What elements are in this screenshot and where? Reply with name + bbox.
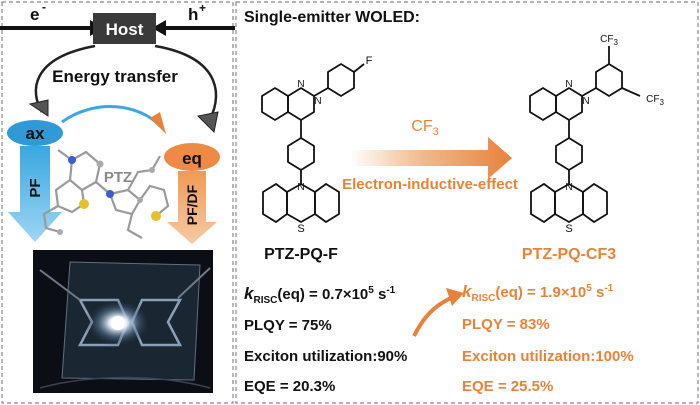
- right-molecule-name: PTZ-PQ-CF3: [522, 246, 616, 263]
- improvement-arrow: [412, 294, 457, 337]
- host-label: Host: [106, 20, 144, 39]
- substitution-arrow: [350, 137, 512, 179]
- electron-sign: -: [42, 0, 46, 14]
- atom-s-2: S: [565, 223, 572, 235]
- isc-transfer-head: [150, 112, 166, 134]
- probe-needle-left: [39, 269, 81, 301]
- atom-n-5: N: [582, 96, 589, 107]
- molecule-ptz-pq-cf3: [529, 46, 641, 224]
- atom-n-4: N: [565, 79, 572, 90]
- arrow-top-label: CF3: [411, 118, 438, 138]
- plqy-left: PLQY = 75%: [244, 317, 332, 334]
- hole-arrow-head: [152, 20, 166, 36]
- left-panel-border: [1, 1, 234, 404]
- molecule-ptz-pq-f: [261, 62, 365, 224]
- hole-label: h: [188, 5, 198, 24]
- substituent-cf3-right: CF3: [646, 94, 664, 107]
- hole-injection: h +: [152, 1, 235, 36]
- ax-ellipse: [7, 120, 63, 146]
- pf-label: PF: [27, 178, 44, 197]
- metrics-right: kRISC(eq) = 1.9×105 s-1 PLQY = 83% Excit…: [462, 282, 634, 395]
- plqy-right: PLQY = 83%: [462, 316, 550, 333]
- improvement-arrow-head: [446, 288, 464, 306]
- device-reflection: [39, 376, 211, 389]
- pfdf-label: PF/DF: [184, 184, 200, 225]
- eqe-left: EQE = 20.3%: [244, 378, 335, 395]
- energy-transfer-arrowhead-left: [28, 99, 49, 117]
- eqe-right: EQE = 25.5%: [462, 378, 553, 395]
- metrics-left: kRISC(eq) = 0.7×105 s-1 PLQY = 75% Excit…: [244, 284, 407, 395]
- electron-label: e: [30, 5, 39, 24]
- exciton-left: Exciton utilization:90%: [244, 348, 407, 365]
- energy-transfer-label: Energy transfer: [52, 67, 178, 86]
- krisc-left: kRISC(eq) = 0.7×105 s-1: [244, 284, 396, 306]
- right-panel-border: [235, 1, 699, 404]
- isc-transfer-curve: [61, 105, 162, 128]
- device-photo: [33, 250, 213, 393]
- eq-ellipse: [164, 143, 220, 171]
- exciton-right: Exciton utilization:100%: [462, 348, 634, 365]
- host-box: [93, 13, 156, 44]
- atom-s-1: S: [297, 223, 304, 235]
- atom-n-2: N: [314, 96, 321, 107]
- energy-transfer-arrowhead-right: [196, 111, 219, 134]
- arrow-bottom-label: Electron-inductive-effect: [342, 176, 518, 193]
- probe-needle-right: [177, 267, 211, 299]
- substituent-f: F: [366, 55, 373, 67]
- molecule-atoms: [57, 156, 161, 235]
- ptz-label: PTZ: [104, 169, 132, 186]
- ax-label: ax: [26, 124, 45, 143]
- panel-title: Single-emitter WOLED:: [244, 9, 420, 26]
- hole-sign: +: [199, 1, 206, 15]
- atom-n-1: N: [297, 79, 304, 90]
- left-molecule-name: PTZ-PQ-F: [264, 246, 338, 263]
- device-emission-spot: [111, 316, 125, 330]
- molecule-ptz-pq-f-labels: N N F N S: [297, 55, 372, 235]
- atom-n-3: N: [297, 182, 304, 193]
- substituent-cf3-top: CF3: [600, 34, 618, 47]
- molecule-ptz-pq-cf3-labels: N N CF3 CF3 N S: [565, 34, 664, 235]
- electron-injection: e -: [0, 0, 104, 36]
- eq-label: eq: [182, 149, 202, 168]
- krisc-right: kRISC(eq) = 1.9×105 s-1: [462, 282, 614, 304]
- pfdf-arrow: [167, 171, 217, 244]
- pf-arrow: [8, 146, 62, 242]
- atom-n-6: N: [565, 182, 572, 193]
